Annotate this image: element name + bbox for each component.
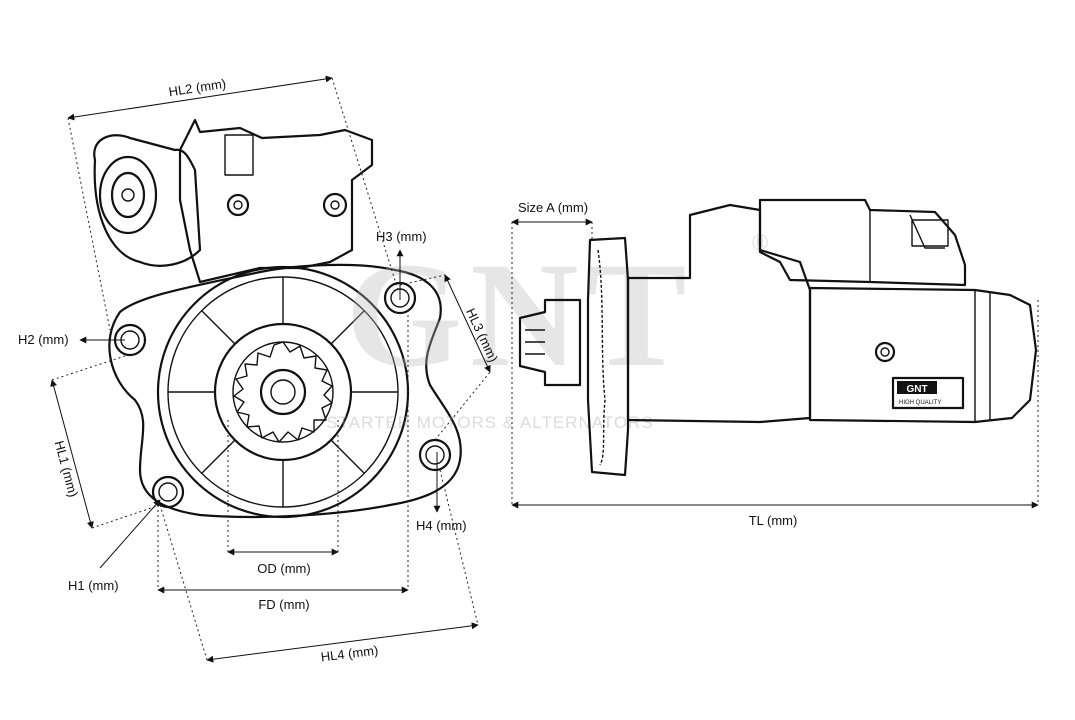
label-fd: FD (mm) (258, 597, 309, 612)
watermark-brand: GNT (345, 232, 694, 398)
dim-h4: H4 (mm) (416, 452, 467, 533)
dim-fd: FD (mm) (157, 310, 409, 612)
hole-h4 (418, 438, 452, 472)
solenoid-body (758, 198, 967, 287)
nameplate-brand: GNT (906, 384, 927, 395)
label-size-a: Size A (mm) (518, 200, 588, 215)
pinion-shaft (518, 298, 582, 387)
label-h1: H1 (mm) (68, 578, 119, 593)
solenoid-cap (93, 134, 202, 267)
dim-od: OD (mm) (227, 420, 339, 576)
dim-h1: H1 (mm) (68, 499, 161, 593)
drive-housing (626, 203, 812, 424)
dim-h3: H3 (mm) (376, 229, 427, 300)
label-hl1: HL1 (mm) (52, 439, 81, 499)
label-h2: H2 (mm) (18, 332, 69, 347)
dim-hl4: HL4 (mm) (159, 469, 479, 665)
side-view: GNT HIGH QUALITY Size A (mm) TL (mm) (511, 198, 1039, 528)
dim-h2: H2 (mm) (18, 332, 125, 347)
flange-outline (108, 263, 462, 519)
label-h4: H4 (mm) (416, 518, 467, 533)
label-h3: H3 (mm) (376, 229, 427, 244)
label-hl4: HL4 (mm) (320, 643, 379, 665)
nose-housing (156, 265, 410, 519)
side-flange (586, 236, 630, 477)
label-od: OD (mm) (257, 561, 310, 576)
yoke-bolt (874, 341, 896, 363)
nameplate-sub: HIGH QUALITY (899, 400, 941, 406)
watermark: GNT ® STARTER MOTORS & ALTERNATORS (326, 230, 768, 432)
watermark-tagline: STARTER MOTORS & ALTERNATORS (326, 413, 653, 432)
motor-yoke (808, 286, 1038, 424)
hole-h1 (151, 475, 185, 509)
label-tl: TL (mm) (749, 513, 798, 528)
dim-hl1: HL1 (mm) (50, 354, 161, 529)
mounting-bracket (178, 118, 374, 284)
dim-size-a: Size A (mm) (511, 200, 593, 505)
front-view: GNT ® STARTER MOTORS & ALTERNATORS HL2 (… (18, 75, 768, 665)
nameplate: GNT HIGH QUALITY (891, 376, 965, 410)
dim-tl: TL (mm) (511, 300, 1039, 528)
label-hl2: HL2 (mm) (168, 76, 227, 99)
